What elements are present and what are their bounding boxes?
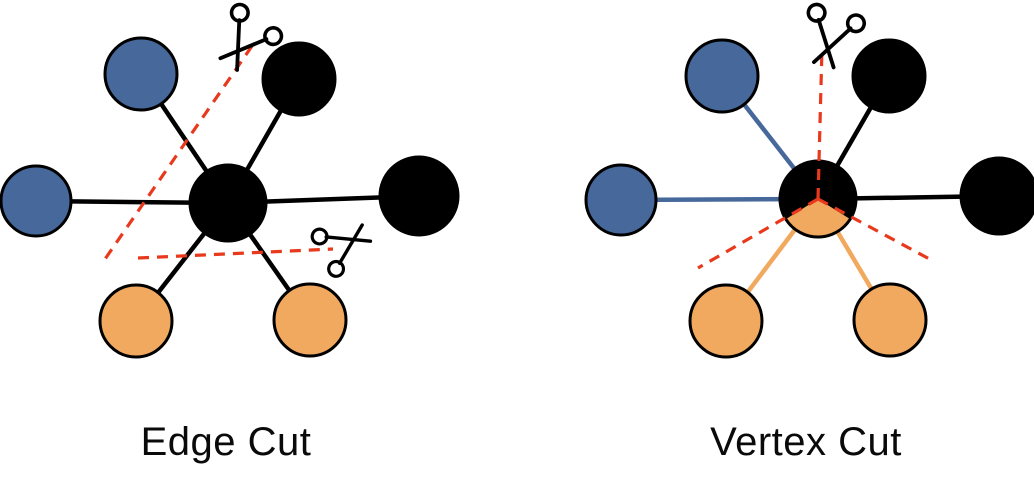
- scissors-icon: [218, 2, 284, 72]
- graph-node: [688, 283, 764, 359]
- graph-node: [272, 282, 348, 358]
- graph-node: [852, 282, 928, 358]
- edge-cut-graph: [0, 2, 460, 359]
- cut-line: [817, 197, 936, 264]
- scissors-icon: [806, 2, 867, 70]
- center-node-wedge: [787, 199, 849, 236]
- graph-node: [378, 155, 460, 237]
- cut-line: [101, 45, 254, 263]
- graph-node: [98, 283, 174, 359]
- vertex-cut-label: Vertex Cut: [710, 420, 902, 464]
- graph-node: [851, 38, 927, 114]
- graph-node: [0, 164, 73, 238]
- graph-node: [584, 163, 658, 237]
- vertex-cut-graph: [584, 2, 1034, 359]
- graph-node: [684, 38, 760, 114]
- cut-line: [697, 197, 819, 270]
- cut-line: [816, 47, 824, 200]
- center-node: [188, 163, 268, 243]
- graph-node: [959, 156, 1034, 236]
- cut-line: [137, 247, 334, 260]
- graph-node: [261, 41, 337, 117]
- graph-node: [103, 36, 179, 112]
- scissors-icon: [310, 223, 373, 278]
- edge-cut-label: Edge Cut: [140, 420, 312, 464]
